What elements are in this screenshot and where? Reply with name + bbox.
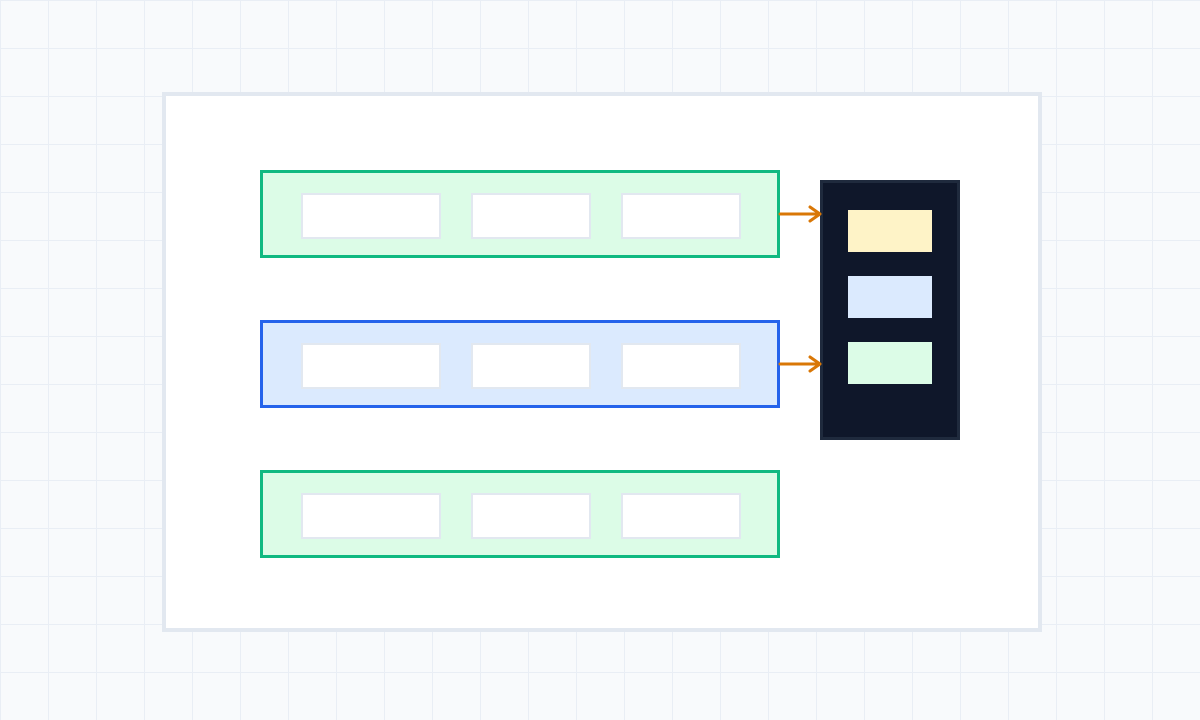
- panel-chip-yellow: [848, 210, 932, 252]
- panel-chip-green: [848, 342, 932, 384]
- row-1-slot-2: [471, 193, 591, 239]
- row-3-slot-2: [471, 493, 591, 539]
- row-3-slot-1: [301, 493, 441, 539]
- panel-chip-blue: [848, 276, 932, 318]
- row-block-2: [260, 320, 780, 408]
- row-block-1: [260, 170, 780, 258]
- row-2-slot-3: [621, 343, 741, 389]
- side-panel: [820, 180, 960, 440]
- row-2-slot-1: [301, 343, 441, 389]
- row-1-slot-3: [621, 193, 741, 239]
- row-block-3: [260, 470, 780, 558]
- row-3-slot-3: [621, 493, 741, 539]
- row-1-slot-1: [301, 193, 441, 239]
- row-2-slot-2: [471, 343, 591, 389]
